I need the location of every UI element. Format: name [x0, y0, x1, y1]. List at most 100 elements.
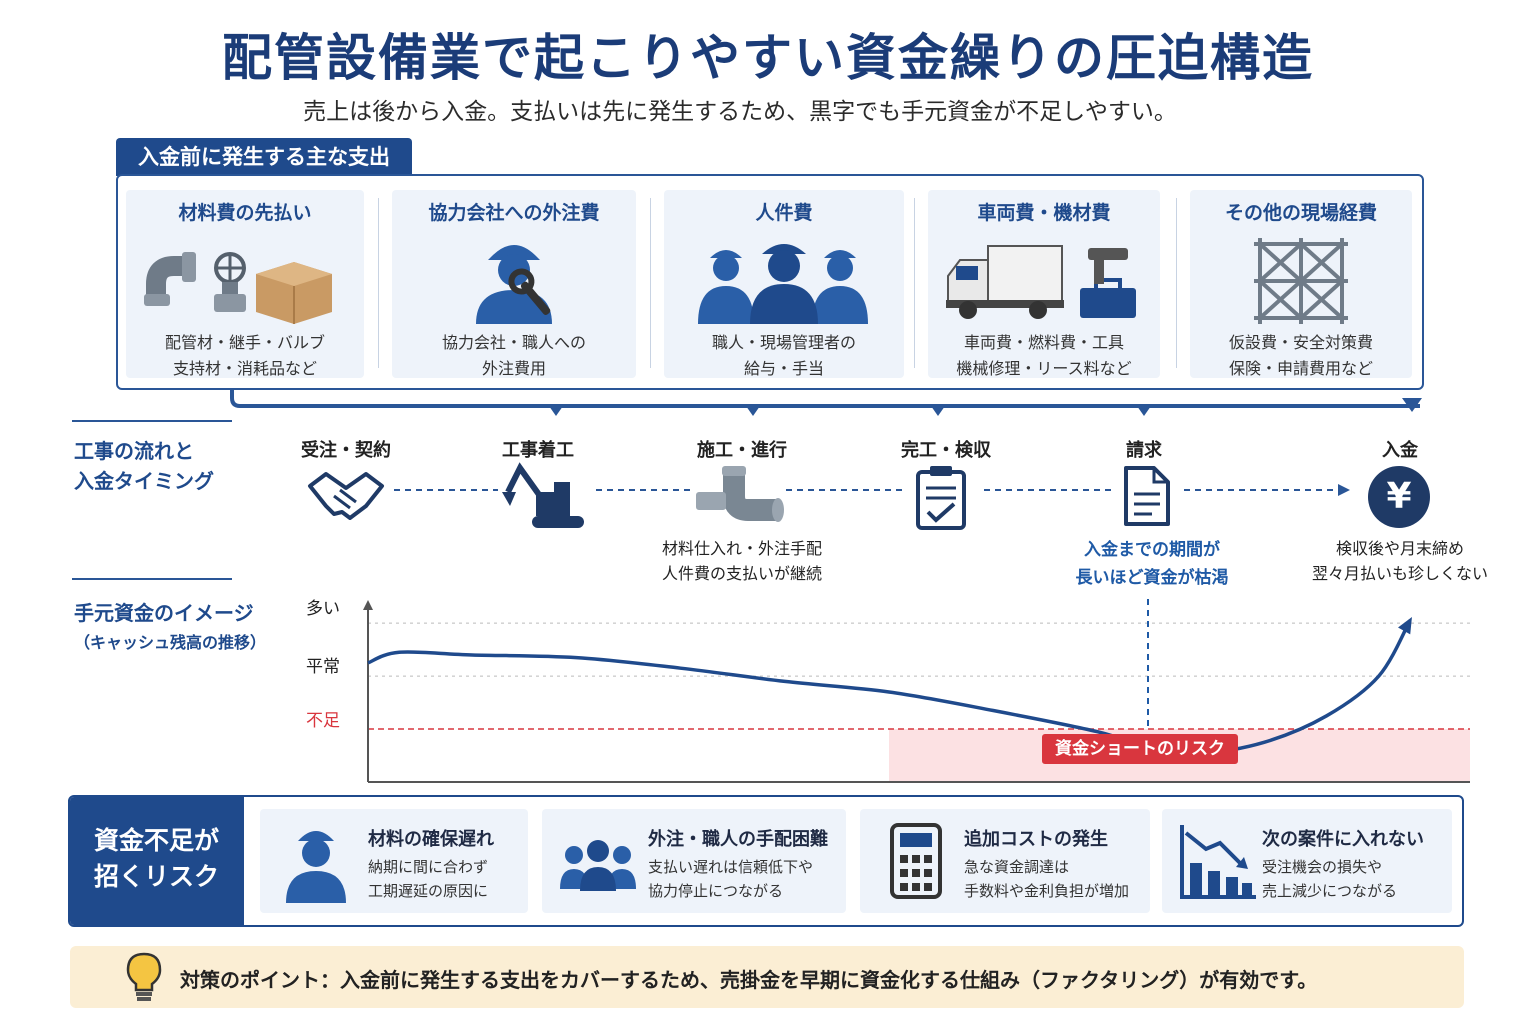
note-payment: 検収後や月末締め 翌々月払いも珍しくない [1290, 536, 1510, 586]
workers-group-icon [698, 244, 868, 324]
expense-card-materials: 材料費の先払い 配管材・継手・バルブ 支持材・消耗品など [126, 190, 364, 378]
expense-card-title: 協力会社への外注費 [428, 202, 600, 224]
desc-line: 仮設費・安全対策費 [1228, 333, 1373, 352]
risk-card-desc: 受注機会の損失や 売上減少につながる [1262, 855, 1397, 903]
heading-line: 招くリスク [94, 862, 220, 891]
desc-line: 納期に間に合わず [368, 858, 489, 876]
expense-card-subcontract: 協力会社への外注費 協力会社・職人への 外注費用 [392, 190, 636, 378]
label-line: （キャッシュ残高の推移） [74, 633, 267, 652]
label-line: 入金タイミング [74, 469, 214, 493]
expense-card-title: 人件費 [755, 202, 813, 224]
desc-line: 協力停止につながる [648, 882, 784, 900]
section-rule [72, 578, 232, 580]
desc-line: 支払い遅れは信頼低下や [648, 858, 814, 876]
desc-line: 受注機会の損失や [1262, 858, 1383, 876]
desc-line: 売上減少につながる [1262, 882, 1398, 900]
label-line: 工事の流れと [74, 439, 194, 463]
expenses-tab: 入金前に発生する主な支出 [116, 138, 412, 176]
team-icon [560, 840, 636, 891]
divider [378, 198, 379, 368]
risk-card-desc: 納期に間に合わず 工期遅延の原因に [368, 855, 488, 903]
lightbulb-icon [126, 952, 162, 1001]
truck-tools-icon [946, 245, 1136, 319]
yen-icon: ¥ [1368, 466, 1430, 528]
declining-chart-icon [1180, 825, 1256, 899]
tip-banner: 対策のポイント：入金前に発生する支出をカバーするため、売掛金を早期に資金化する仕… [70, 946, 1464, 1008]
expense-card-desc: 職人・現場管理者の 給与・手当 [664, 330, 904, 382]
expense-card-vehicles: 車両費・機材費 車両費・燃料費・工具 機械修理・リース料など [928, 190, 1160, 378]
desc-line: 協力会社・職人への [441, 333, 586, 352]
page-subtitle: 売上は後から入金。支払いは先に発生するため、黒字でも手元資金が不足しやすい。 [303, 99, 1177, 125]
y-axis-arrow [363, 600, 373, 610]
cash-short-risk-badge: 資金ショートのリスク [1042, 734, 1238, 764]
divider [914, 198, 915, 368]
step-label-payment: 入金 [1382, 440, 1418, 461]
expense-card-desc: 車両費・燃料費・工具 機械修理・リース料など [928, 330, 1160, 382]
desc-line: 支持材・消耗品など [172, 359, 317, 378]
expense-card-labor: 人件費 職人・現場管理者の 給与・手当 [664, 190, 904, 378]
desc-line: 急な資金調達は [964, 858, 1070, 876]
y-tick-label-shortage: 不足 [306, 711, 340, 731]
desc-line: 保険・申請費用など [1228, 359, 1373, 378]
note-invoice: 入金までの期間が 長いほど資金が枯渇 [1046, 536, 1258, 592]
section-rule [72, 420, 232, 422]
divider [650, 198, 651, 368]
desc-line: 車両費・燃料費・工具 [963, 333, 1124, 352]
tip-text: 対策のポイント：入金前に発生する支出をカバーするため、売掛金を早期に資金化する仕… [180, 968, 1318, 992]
note-construction: 材料仕入れ・外注手配 人件費の支払いが継続 [632, 536, 852, 586]
note-line: 長いほど資金が枯渇 [1075, 568, 1229, 588]
pipe-fitting-box-icon [144, 252, 332, 324]
expense-card-desc: 協力会社・職人への 外注費用 [392, 330, 636, 382]
risk-card-subcontract: 外注・職人の手配困難 支払い遅れは信頼低下や 協力停止につながる [542, 809, 846, 913]
step-label-contract: 受注・契約 [301, 440, 391, 461]
expense-card-title: 材料費の先払い [178, 202, 312, 224]
expense-bracket [230, 390, 1422, 416]
desc-line: 配管材・継手・バルブ [164, 333, 325, 352]
flow-line [394, 484, 1350, 496]
cash-balance-arrowhead [1398, 617, 1412, 635]
worker-icon [286, 831, 346, 903]
risk-card-title: 次の案件に入れない [1262, 829, 1424, 850]
worker-wrench-icon [476, 245, 552, 324]
clipboard-check-icon [916, 466, 966, 530]
excavator-icon [502, 462, 584, 528]
note-line: 入金までの期間が [1084, 540, 1220, 560]
expense-card-desc: 仮設費・安全対策費 保険・申請費用など [1190, 330, 1412, 382]
desc-line: 外注費用 [481, 359, 546, 378]
risk-card-title: 材料の確保遅れ [368, 829, 494, 850]
pipe-icon [696, 466, 784, 522]
cash-balance-chart [363, 596, 1470, 783]
expense-card-title: 車両費・機材費 [977, 202, 1111, 224]
label-line: 手元資金のイメージ [74, 601, 254, 625]
cash-balance-line [367, 619, 1412, 755]
note-line: 翌々月払いも珍しくない [1311, 564, 1488, 583]
page-title: 配管設備業で起こりやすい資金繰りの圧迫構造 [222, 29, 1314, 87]
desc-line: 機械修理・リース料など [956, 359, 1132, 378]
risk-panel-heading: 資金不足が 招くリスク [70, 797, 244, 925]
note-line: 人件費の支払いが継続 [661, 564, 822, 583]
risk-panel: 資金不足が 招くリスク 材料の確保遅れ 納期に間に合わず 工期遅延の原因に 外注… [68, 795, 1464, 927]
note-line: 材料仕入れ・外注手配 [661, 539, 822, 558]
divider [1176, 198, 1177, 368]
scaffold-icon [1254, 238, 1348, 324]
invoice-icon [1124, 466, 1170, 526]
chart-section-label: 手元資金のイメージ （キャッシュ残高の推移） [74, 598, 266, 658]
flow-section-label: 工事の流れと 入金タイミング [74, 436, 214, 496]
risk-card-materials: 材料の確保遅れ 納期に間に合わず 工期遅延の原因に [260, 809, 528, 913]
expense-card-title: その他の現場経費 [1224, 202, 1377, 224]
risk-card-desc: 急な資金調達は 手数料や金利負担が増加 [964, 855, 1129, 903]
heading-line: 資金不足が [94, 826, 220, 855]
risk-card-title: 追加コストの発生 [964, 829, 1108, 850]
desc-line: 給与・手当 [743, 359, 824, 378]
handshake-icon [308, 472, 384, 520]
desc-line: 職人・現場管理者の [711, 333, 856, 352]
risk-card-title: 外注・職人の手配困難 [648, 829, 828, 850]
y-tick-label-normal: 平常 [306, 657, 340, 677]
y-tick-label-high: 多い [306, 599, 340, 619]
risk-card-desc: 支払い遅れは信頼低下や 協力停止につながる [648, 855, 813, 903]
step-label-construction: 施工・進行 [697, 440, 787, 461]
expense-card-site: その他の現場経費 仮設費・安全対策費 保険・申請費用など [1190, 190, 1412, 378]
step-label-inspection: 完工・検収 [901, 440, 991, 461]
expense-card-desc: 配管材・継手・バルブ 支持材・消耗品など [126, 330, 364, 382]
note-line: 検収後や月末締め [1335, 539, 1464, 558]
